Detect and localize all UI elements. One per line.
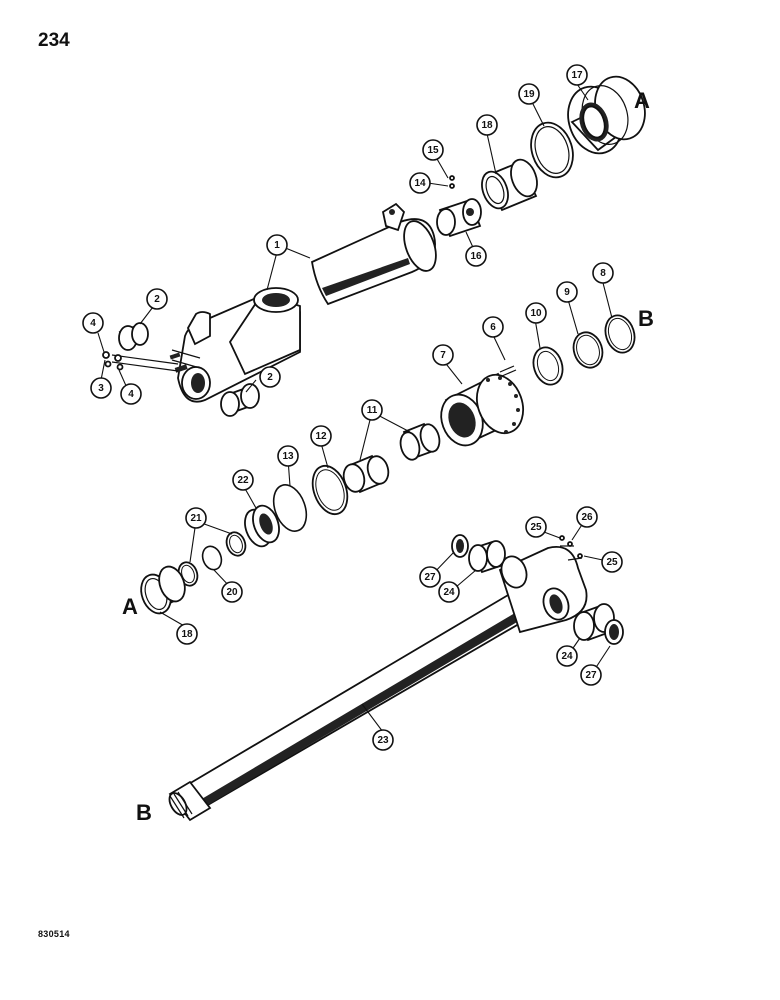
callout-10: 10 <box>525 302 547 324</box>
callout-label: 20 <box>226 587 238 598</box>
grease-fittings <box>102 351 124 371</box>
callout-label: 26 <box>581 512 593 523</box>
callout-11: 11 <box>361 399 383 421</box>
callout-label: 1 <box>274 240 280 251</box>
callout-label: 25 <box>530 522 542 533</box>
callout-label: 24 <box>443 587 455 598</box>
callout-4: 4 <box>120 383 142 405</box>
callout-2: 2 <box>146 288 168 310</box>
ref-letter-a-top: A <box>634 88 650 113</box>
bushing-top <box>118 322 149 351</box>
callout-label: 24 <box>561 651 573 662</box>
seal-ring-9 <box>572 331 604 369</box>
callout-label: 23 <box>377 735 389 746</box>
seal-ring-19 <box>530 121 574 179</box>
callout-label: 18 <box>481 120 493 131</box>
callout-label: 2 <box>267 372 273 383</box>
callout-label: 11 <box>367 405 378 416</box>
callout-12: 12 <box>310 425 332 447</box>
seal-ring-10 <box>532 346 564 386</box>
callout-4: 4 <box>82 312 104 334</box>
callout-26: 26 <box>576 506 598 528</box>
callout-label: 7 <box>440 350 446 361</box>
ref-letter-a-left: A <box>122 594 138 619</box>
lock-nut <box>436 175 482 238</box>
callout-14: 14 <box>409 172 431 194</box>
cylinder-barrel <box>111 202 437 403</box>
callout-13: 13 <box>277 445 299 467</box>
document-code: 830514 <box>38 929 70 939</box>
rod-guide-head <box>440 365 524 447</box>
callout-label: 13 <box>282 451 294 462</box>
callout-label: 6 <box>490 322 496 333</box>
callout-2: 2 <box>259 366 281 388</box>
seal-ring-8 <box>604 314 636 354</box>
callout-label: 3 <box>98 383 104 394</box>
rod-bushings <box>342 422 441 494</box>
callout-label: 4 <box>90 318 96 329</box>
callout-18: 18 <box>176 623 198 645</box>
rod-eye-bushings <box>451 534 624 645</box>
callout-label: 4 <box>128 389 134 400</box>
callout-3: 3 <box>90 377 112 399</box>
rings-20-21 <box>177 531 247 587</box>
callout-20: 20 <box>221 581 243 603</box>
callout-27: 27 <box>419 566 441 588</box>
callout-label: 16 <box>470 251 482 262</box>
callout-7: 7 <box>432 344 454 366</box>
callout-label: 19 <box>523 89 535 100</box>
ref-letter-b-left: B <box>136 800 152 825</box>
callout-label: 10 <box>530 308 542 319</box>
callout-label: 22 <box>237 475 249 486</box>
wear-ring-18-top <box>481 158 538 212</box>
callout-1: 1 <box>266 234 288 256</box>
callout-9: 9 <box>556 281 578 303</box>
callout-label: 17 <box>571 70 583 81</box>
callout-18: 18 <box>476 114 498 136</box>
seal-ring-12 <box>311 464 349 516</box>
callout-16: 16 <box>465 245 487 267</box>
callout-21: 21 <box>185 507 207 529</box>
callout-23: 23 <box>372 729 394 751</box>
callout-17: 17 <box>566 64 588 86</box>
callout-label: 8 <box>600 268 606 279</box>
callout-label: 18 <box>181 629 193 640</box>
callout-label: 21 <box>190 513 202 524</box>
callout-24: 24 <box>438 581 460 603</box>
callout-27: 27 <box>580 664 602 686</box>
callout-label: 27 <box>424 572 436 583</box>
piston-rod <box>168 545 588 822</box>
callout-6: 6 <box>482 316 504 338</box>
callout-25: 25 <box>525 516 547 538</box>
callout-8: 8 <box>592 262 614 284</box>
callout-15: 15 <box>422 139 444 161</box>
callout-label: 14 <box>414 178 426 189</box>
callout-label: 27 <box>585 670 597 681</box>
ref-letter-b-top: B <box>638 306 654 331</box>
seal-ring-13 <box>272 484 308 532</box>
callout-label: 12 <box>315 431 327 442</box>
callout-label: 15 <box>427 145 439 156</box>
wiper-22 <box>244 504 280 548</box>
bushing-bottom <box>220 383 260 417</box>
callout-balloons: 1223446789101112131415161718181920212223… <box>82 64 623 751</box>
piston <box>567 75 646 155</box>
callout-label: 9 <box>564 287 570 298</box>
page-number: 234 <box>38 30 70 51</box>
callout-label: 2 <box>154 294 160 305</box>
callout-19: 19 <box>518 83 540 105</box>
wear-ring-18-left <box>140 565 186 615</box>
callout-22: 22 <box>232 469 254 491</box>
callout-label: 25 <box>606 557 618 568</box>
callout-24: 24 <box>556 645 578 667</box>
callout-25: 25 <box>601 551 623 573</box>
